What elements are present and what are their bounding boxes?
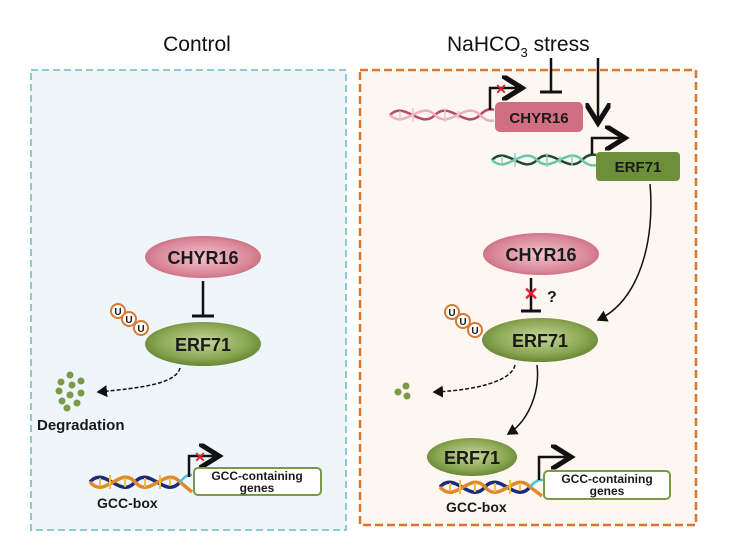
erf71-gene-box: ERF71 bbox=[596, 152, 680, 181]
stress-chyr16: CHYR16 bbox=[483, 233, 599, 275]
svg-text:ERF71: ERF71 bbox=[175, 335, 231, 355]
svg-text:ERF71: ERF71 bbox=[512, 331, 568, 351]
chyr16-gene-dna bbox=[389, 107, 495, 123]
stress-gcc-box-label: GCC-box bbox=[446, 499, 507, 515]
stress-erf71: ERF71 bbox=[482, 318, 598, 362]
svg-text:GCC-containing: GCC-containing bbox=[561, 472, 652, 486]
control-title: Control bbox=[163, 33, 231, 56]
chyr16-transcription-arrow: ✕ bbox=[488, 81, 517, 110]
control-inhibition-bar bbox=[192, 281, 214, 318]
svg-text:U: U bbox=[448, 308, 455, 319]
stress-title: NaHCO3 stress bbox=[447, 33, 590, 60]
svg-text:genes: genes bbox=[240, 481, 275, 495]
control-ubiquitin-chain: U U U bbox=[110, 303, 149, 336]
control-degradation-arrow bbox=[96, 367, 181, 398]
blocked-x-icon: ✕ bbox=[523, 284, 538, 304]
control-erf71: ERF71 bbox=[145, 322, 261, 366]
svg-text:genes: genes bbox=[590, 484, 625, 498]
stress-frame bbox=[358, 68, 698, 527]
blocked-x-icon: ✕ bbox=[194, 449, 206, 465]
svg-text:ERF71: ERF71 bbox=[444, 448, 500, 468]
svg-text:CHYR16: CHYR16 bbox=[167, 248, 238, 268]
degraded-fragments-icon bbox=[55, 371, 85, 412]
control-transcription-arrow: ✕ bbox=[187, 449, 214, 477]
chyr16-gene-box: CHYR16 bbox=[495, 102, 583, 132]
blocked-x-icon: ✕ bbox=[495, 81, 507, 97]
svg-text:CHYR16: CHYR16 bbox=[505, 245, 576, 265]
erf71-binding-arrow bbox=[506, 364, 539, 435]
stress-dna-gcc-box bbox=[438, 478, 544, 498]
stress-transcription-arrow bbox=[537, 457, 566, 480]
svg-text:CHYR16: CHYR16 bbox=[509, 110, 568, 127]
svg-text:U: U bbox=[114, 307, 121, 318]
control-dna-gcc-box bbox=[88, 473, 194, 494]
stress-gcc-genes-box: GCC-containing genes bbox=[543, 470, 671, 500]
control-frame bbox=[30, 69, 347, 531]
stress-inhibition-bar: ✕ ? bbox=[521, 278, 557, 313]
uncertain-label: ? bbox=[547, 289, 557, 306]
control-gcc-genes-box: GCC-containing genes bbox=[193, 467, 322, 496]
svg-text:GCC-containing: GCC-containing bbox=[211, 469, 302, 483]
stress-inhibits-chyr16 bbox=[540, 58, 562, 94]
svg-text:U: U bbox=[125, 315, 132, 326]
stress-ubiquitin-chain: U U U bbox=[444, 304, 483, 338]
svg-text:U: U bbox=[459, 317, 466, 328]
erf71-expression-arrow bbox=[596, 183, 652, 322]
erf71-gene-dna bbox=[491, 153, 597, 167]
control-gcc-box-label: GCC-box bbox=[97, 495, 158, 511]
stress-erf71-bound: ERF71 bbox=[427, 438, 517, 476]
stress-degradation-arrow bbox=[432, 364, 516, 398]
degradation-label: Degradation bbox=[37, 417, 125, 434]
degraded-fragments-icon bbox=[394, 382, 411, 400]
svg-text:U: U bbox=[471, 326, 478, 337]
erf71-transcription-arrow bbox=[590, 138, 620, 154]
control-chyr16: CHYR16 bbox=[145, 236, 261, 278]
svg-text:ERF71: ERF71 bbox=[615, 159, 662, 176]
svg-text:U: U bbox=[137, 324, 144, 335]
